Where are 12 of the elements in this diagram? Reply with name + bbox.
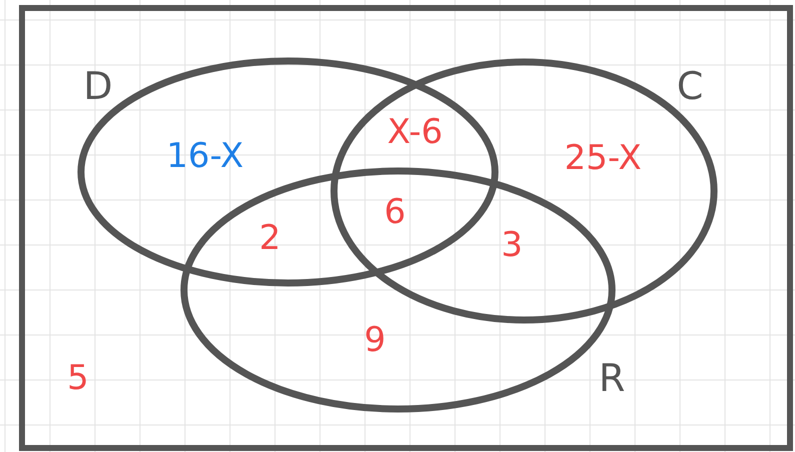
region-count: X-6 — [387, 115, 443, 149]
region-count: 5 — [67, 361, 89, 395]
universal-set-box — [19, 5, 793, 451]
region-count: 9 — [364, 323, 386, 357]
region-count: 16-X — [166, 139, 244, 173]
region-count: 25-X — [564, 141, 642, 175]
set-label: C — [676, 67, 704, 105]
region-count: 2 — [259, 221, 281, 255]
region-count: 3 — [501, 228, 523, 262]
set-label: D — [83, 67, 113, 105]
set-label: R — [598, 359, 626, 397]
region-count: 6 — [384, 195, 406, 229]
